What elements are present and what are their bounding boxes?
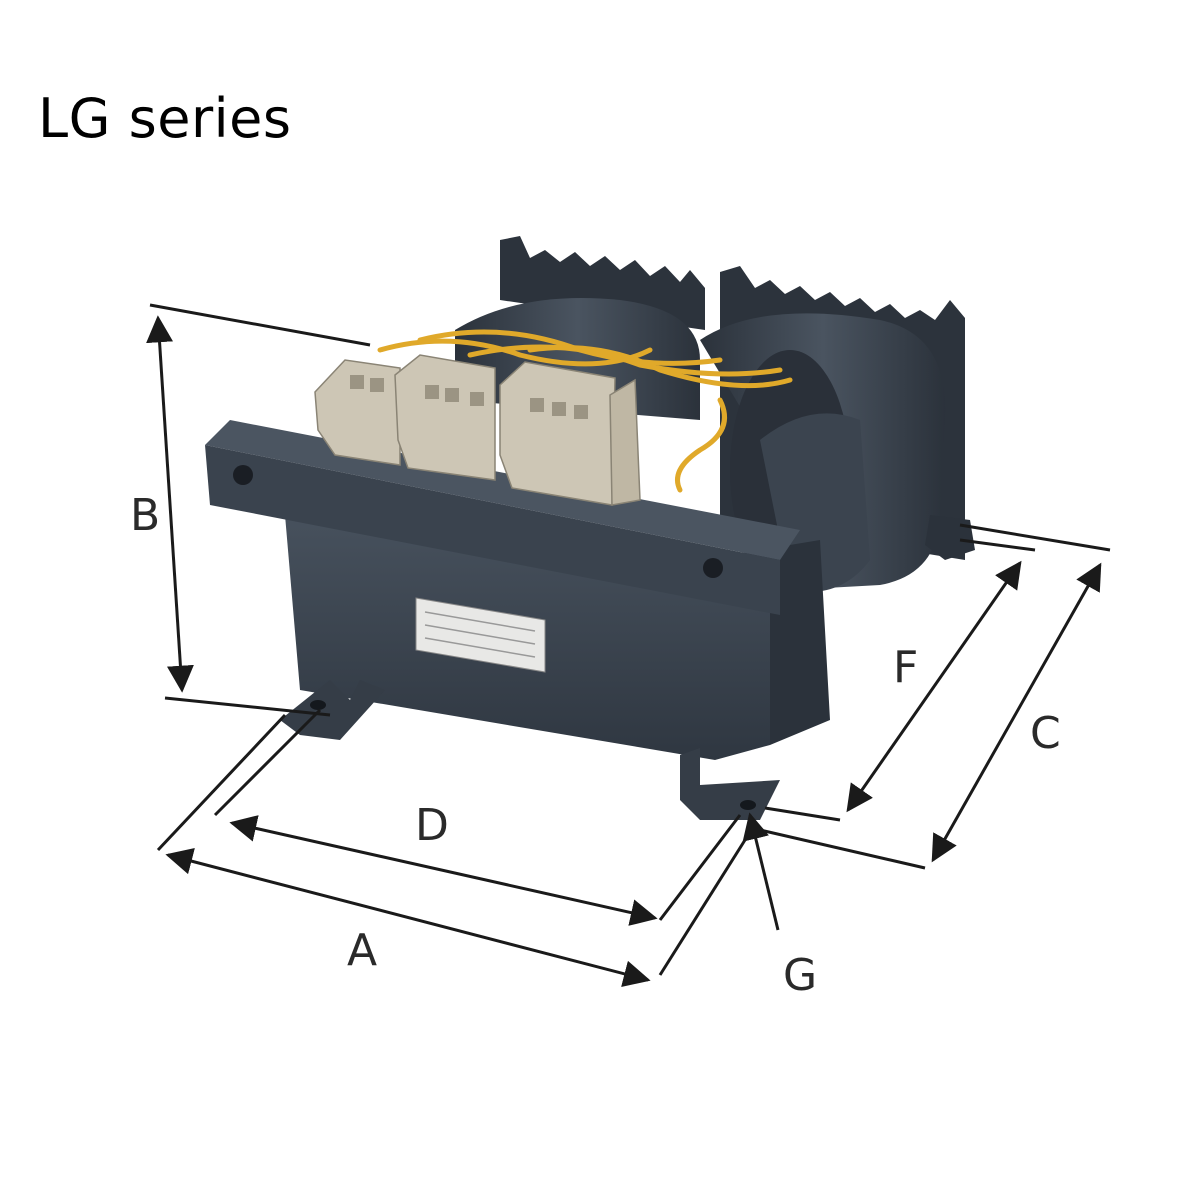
dimension-b-extension-bottom [164,696,331,717]
dimension-b-line [146,315,194,693]
dimension-d-extension-left [213,708,322,817]
dimension-a-extension-right [658,839,747,976]
dimension-label-c: C [1030,708,1061,759]
dimension-label-f: F [893,642,918,693]
terminal-block-icon [314,354,641,506]
dimension-lines [146,303,1111,987]
dimension-c-extension-bottom [759,828,926,870]
dimension-d-extension-right [658,814,742,921]
dimension-label-b: B [130,490,160,541]
dimension-f-extension-bottom [764,806,841,822]
dimension-f-extension-top [959,538,1036,552]
dimension-f-line [846,560,1022,813]
dimension-a-line [165,848,651,987]
dimension-label-d: D [415,800,449,851]
dimension-b-extension-top [149,303,371,347]
dimension-label-g: G [783,950,817,1001]
dimension-label-a: A [347,925,377,976]
dimension-g-leader [742,812,780,931]
dimension-a-extension-left [156,713,287,852]
page-title: LG series [38,87,292,150]
dimension-c-line [931,562,1102,863]
transformer-illustration [205,236,975,820]
dimension-c-extension-top [959,523,1111,552]
